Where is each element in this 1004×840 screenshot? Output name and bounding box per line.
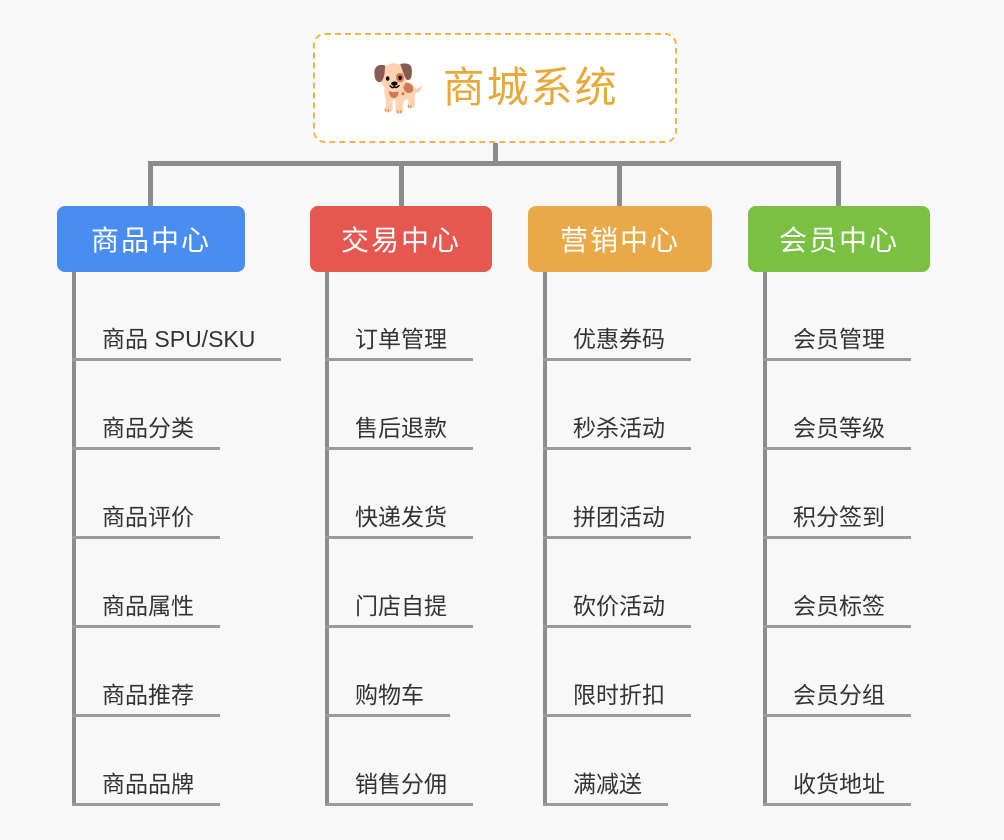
branch-column-trade: 交易中心 订单管理 售后退款 快递发货 门店自提 购物车 销售分佣 — [310, 206, 492, 806]
branch-column-marketing: 营销中心 优惠券码 秒杀活动 拼团活动 砍价活动 限时折扣 满减送 — [528, 206, 712, 806]
leaf-label: 限时折扣 — [543, 682, 691, 717]
leaf-item[interactable]: 满减送 — [528, 717, 712, 806]
root-node[interactable]: 🐕 商城系统 — [313, 33, 677, 143]
branch-spine-4 — [763, 272, 767, 806]
leaf-item[interactable]: 商品评价 — [57, 450, 245, 539]
drop-connector-4 — [836, 161, 841, 206]
root-stem-connector — [493, 143, 498, 166]
shiba-dog-face-icon: 🐕 — [371, 62, 429, 114]
leaf-label: 门店自提 — [325, 593, 473, 628]
branch-spine-2 — [325, 272, 329, 806]
leaf-label: 购物车 — [325, 682, 450, 717]
leaf-label: 满减送 — [543, 771, 668, 806]
leaf-item[interactable]: 积分签到 — [748, 450, 930, 539]
leaf-item[interactable]: 收货地址 — [748, 717, 930, 806]
leaf-list-trade: 订单管理 售后退款 快递发货 门店自提 购物车 销售分佣 — [310, 272, 492, 806]
leaf-label: 会员分组 — [763, 682, 911, 717]
leaf-item[interactable]: 会员管理 — [748, 272, 930, 361]
leaf-label: 收货地址 — [763, 771, 911, 806]
leaf-item[interactable]: 砍价活动 — [528, 539, 712, 628]
leaf-label: 销售分佣 — [325, 771, 473, 806]
leaf-item[interactable]: 优惠券码 — [528, 272, 712, 361]
drop-connector-2 — [399, 161, 404, 206]
branch-spine-3 — [543, 272, 547, 806]
leaf-label: 商品品牌 — [72, 771, 220, 806]
leaf-label: 优惠券码 — [543, 326, 691, 361]
horizontal-bus-connector — [148, 161, 841, 166]
leaf-item[interactable]: 会员分组 — [748, 628, 930, 717]
leaf-label: 商品推荐 — [72, 682, 220, 717]
leaf-item[interactable]: 商品分类 — [57, 361, 245, 450]
leaf-label: 拼团活动 — [543, 504, 691, 539]
root-title: 商城系统 — [442, 64, 619, 111]
leaf-item[interactable]: 商品 SPU/SKU — [57, 272, 282, 361]
leaf-item[interactable]: 售后退款 — [310, 361, 492, 450]
branch-column-product: 商品中心 商品 SPU/SKU 商品分类 商品评价 商品属性 商品推荐 商品品牌 — [57, 206, 282, 806]
leaf-item[interactable]: 商品属性 — [57, 539, 245, 628]
leaf-list-product: 商品 SPU/SKU 商品分类 商品评价 商品属性 商品推荐 商品品牌 — [57, 272, 282, 806]
leaf-item[interactable]: 拼团活动 — [528, 450, 712, 539]
leaf-label: 砍价活动 — [543, 593, 691, 628]
leaf-item[interactable]: 购物车 — [310, 628, 492, 717]
leaf-label: 快递发货 — [325, 504, 473, 539]
leaf-label: 售后退款 — [325, 415, 473, 450]
leaf-item[interactable]: 商品推荐 — [57, 628, 245, 717]
branch-header-marketing[interactable]: 营销中心 — [528, 206, 712, 272]
branch-spine-1 — [72, 272, 76, 806]
leaf-list-marketing: 优惠券码 秒杀活动 拼团活动 砍价活动 限时折扣 满减送 — [528, 272, 712, 806]
leaf-list-member: 会员管理 会员等级 积分签到 会员标签 会员分组 收货地址 — [748, 272, 930, 806]
leaf-label: 商品分类 — [72, 415, 220, 450]
leaf-label: 商品 SPU/SKU — [72, 326, 282, 361]
leaf-item[interactable]: 秒杀活动 — [528, 361, 712, 450]
leaf-label: 会员等级 — [763, 415, 911, 450]
branch-header-product[interactable]: 商品中心 — [57, 206, 245, 272]
branch-column-member: 会员中心 会员管理 会员等级 积分签到 会员标签 会员分组 收货地址 — [748, 206, 930, 806]
leaf-label: 会员标签 — [763, 593, 911, 628]
leaf-item[interactable]: 订单管理 — [310, 272, 492, 361]
leaf-item[interactable]: 商品品牌 — [57, 717, 245, 806]
leaf-item[interactable]: 会员等级 — [748, 361, 930, 450]
drop-connector-1 — [148, 161, 153, 206]
leaf-item[interactable]: 销售分佣 — [310, 717, 492, 806]
leaf-label: 秒杀活动 — [543, 415, 691, 450]
leaf-label: 订单管理 — [325, 326, 473, 361]
leaf-item[interactable]: 门店自提 — [310, 539, 492, 628]
leaf-item[interactable]: 会员标签 — [748, 539, 930, 628]
branch-header-member[interactable]: 会员中心 — [748, 206, 930, 272]
leaf-label: 商品属性 — [72, 593, 220, 628]
leaf-item[interactable]: 快递发货 — [310, 450, 492, 539]
leaf-label: 会员管理 — [763, 326, 911, 361]
drop-connector-3 — [617, 161, 622, 206]
leaf-label: 积分签到 — [763, 504, 911, 539]
leaf-label: 商品评价 — [72, 504, 220, 539]
leaf-item[interactable]: 限时折扣 — [528, 628, 712, 717]
branch-header-trade[interactable]: 交易中心 — [310, 206, 492, 272]
